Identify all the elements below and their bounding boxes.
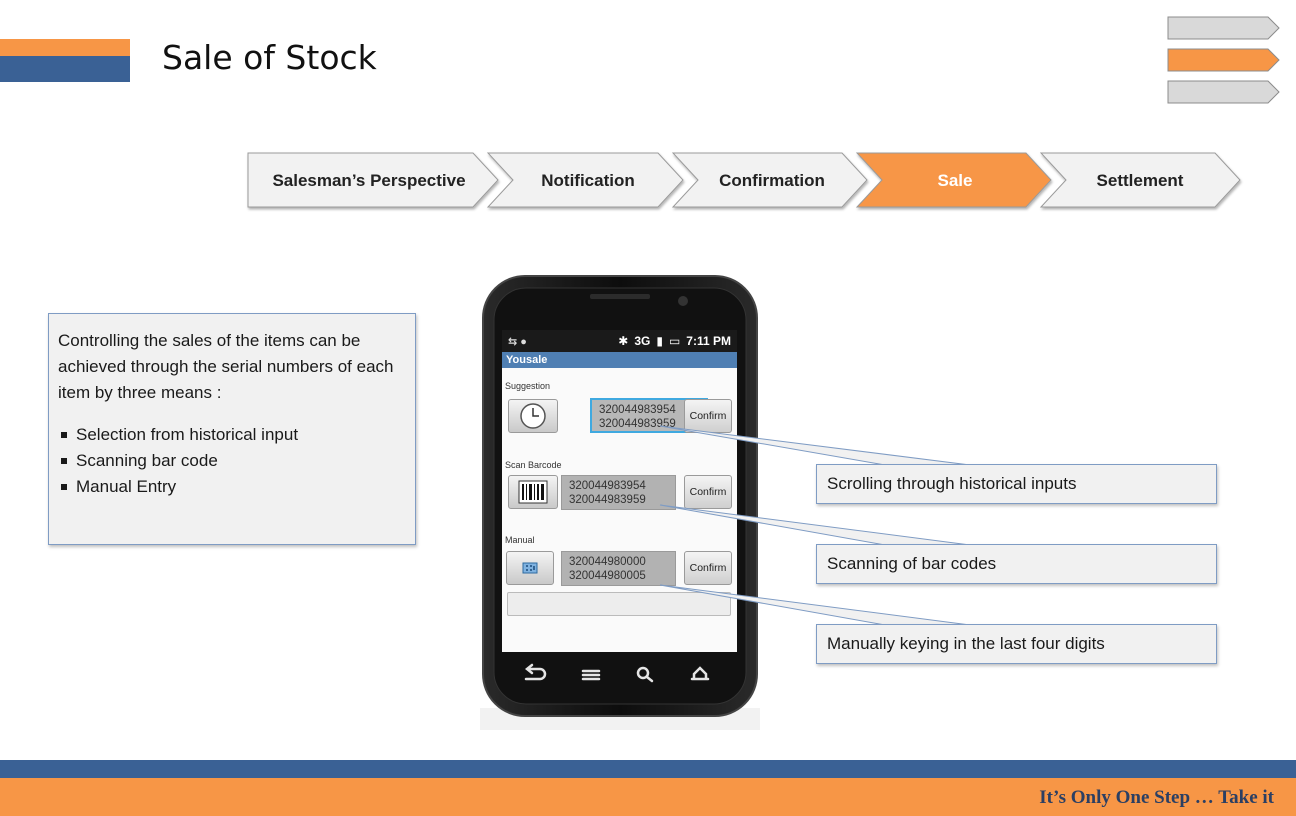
header-accent-orange [0, 39, 130, 56]
barcode-serial-list[interactable]: 320044983954 320044983959 [561, 475, 676, 510]
header-accent-blue [0, 56, 130, 82]
process-flow: Salesman’s Perspective Notification Conf… [247, 152, 1241, 208]
callout-scanning: Scanning of bar codes [816, 544, 1217, 584]
section-label-suggestion: Suggestion [505, 381, 551, 391]
section-label-scan-barcode: Scan Barcode [505, 460, 562, 470]
process-step-label: Sale [938, 171, 973, 190]
process-step-salesmans-perspective[interactable]: Salesman’s Perspective [247, 152, 499, 208]
info-bullet-barcode: Scanning bar code [58, 448, 405, 474]
footer-tagline: It’s Only One Step … Take it [1039, 787, 1274, 808]
phone-screen: ⇆ ● ✱ 3G ▮ ▭ 7:11 PM Yousale Suggestion … [502, 330, 737, 652]
info-box: Controlling the sales of the items can b… [48, 313, 416, 545]
history-button[interactable] [508, 399, 558, 433]
serial-value: 320044983954 [569, 480, 646, 492]
footer-bar-blue [0, 760, 1296, 778]
slide-nav-step-1[interactable] [1167, 16, 1280, 40]
manual-entry-button[interactable] [506, 551, 554, 585]
serial-value: 320044983959 [569, 494, 646, 506]
slide-nav-step-2[interactable] [1167, 48, 1280, 72]
callout-scrolling: Scrolling through historical inputs [816, 464, 1217, 504]
home-icon[interactable] [690, 666, 710, 681]
manual-digits-input[interactable] [507, 592, 731, 616]
serial-value: 320044980000 [569, 556, 646, 568]
status-bar: ⇆ ● ✱ 3G ▮ ▭ 7:11 PM [502, 330, 737, 352]
callout-manual: Manually keying in the last four digits [816, 624, 1217, 664]
manual-confirm-button[interactable]: Confirm [684, 551, 732, 585]
camera-icon [678, 296, 688, 306]
serial-value: 320044983959 [599, 418, 676, 430]
page-title: Sale of Stock [162, 38, 377, 77]
usb-notification-icon: ⇆ ● [508, 335, 527, 348]
process-step-label: Salesman’s Perspective [272, 171, 465, 190]
info-intro: Controlling the sales of the items can b… [58, 331, 394, 402]
keypad-icon [522, 562, 538, 574]
bluetooth-icon: ✱ [618, 334, 629, 348]
network-type: 3G [634, 334, 651, 348]
menu-icon[interactable] [581, 669, 601, 681]
slide-nav-step-3[interactable] [1167, 80, 1280, 104]
manual-serial-list[interactable]: 320044980000 320044980005 [561, 551, 676, 586]
barcode-confirm-button[interactable]: Confirm [684, 475, 732, 509]
section-label-manual: Manual [505, 535, 535, 545]
info-bullet-historical: Selection from historical input [58, 422, 405, 448]
footer-bar-orange [0, 778, 1296, 816]
serial-value: 320044983954 [599, 404, 676, 416]
process-step-settlement[interactable]: Settlement [1039, 152, 1241, 208]
process-step-notification[interactable]: Notification [486, 152, 684, 208]
process-step-label: Confirmation [719, 171, 825, 190]
process-step-sale[interactable]: Sale [855, 152, 1052, 208]
info-bullet-manual: Manual Entry [58, 474, 405, 500]
status-time: 7:11 PM [686, 334, 731, 348]
serial-value: 320044980005 [569, 570, 646, 582]
suggestion-confirm-button[interactable]: Confirm [684, 399, 732, 433]
scan-barcode-button[interactable] [508, 475, 558, 509]
barcode-icon [518, 480, 548, 504]
speaker-grille [590, 294, 650, 299]
search-icon[interactable] [636, 666, 654, 683]
clock-icon [520, 403, 546, 429]
battery-icon: ▭ [668, 334, 681, 348]
process-step-label: Settlement [1097, 171, 1184, 190]
info-bullet-list: Selection from historical input Scanning… [58, 422, 405, 500]
app-title-bar: Yousale [502, 352, 737, 368]
back-icon[interactable] [524, 663, 547, 681]
process-step-confirmation[interactable]: Confirmation [671, 152, 868, 208]
signal-icon: ▮ [656, 334, 663, 348]
process-step-label: Notification [541, 171, 635, 190]
slide-nav-indicator [1167, 16, 1280, 104]
